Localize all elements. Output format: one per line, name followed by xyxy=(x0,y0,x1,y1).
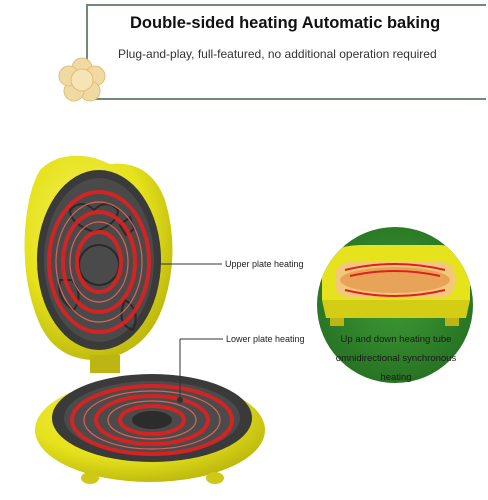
header-frame xyxy=(86,4,486,100)
page-subtitle: Plug-and-play, full-featured, no additio… xyxy=(118,47,437,61)
detail-line-1: Up and down heating tube xyxy=(340,334,452,345)
detail-line-3: heating xyxy=(380,372,412,383)
upper-plate-label: Upper plate heating xyxy=(225,259,304,269)
detail-line-2: omnidirectional synchronous xyxy=(335,353,457,364)
heating-detail-text: Up and down heating tube omnidirectional… xyxy=(326,330,466,387)
page-title: Double-sided heating Automatic baking xyxy=(130,14,441,32)
lower-base xyxy=(35,374,265,484)
hinge xyxy=(90,355,120,373)
upper-lid xyxy=(24,155,173,361)
lower-plate-label: Lower plate heating xyxy=(226,334,305,344)
heating-detail-circle xyxy=(317,227,473,383)
flower-cake-image xyxy=(58,57,106,102)
